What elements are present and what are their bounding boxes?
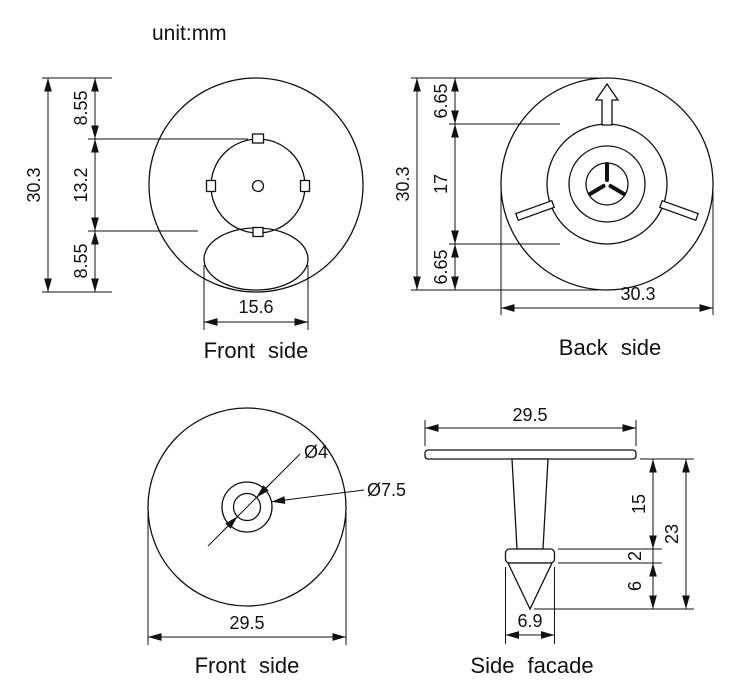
dim-text-stem-length: 15 (629, 494, 649, 514)
back-rotor-ring (546, 123, 668, 245)
dim-text-collar-height: 2 (625, 551, 645, 561)
front-bottom-hole-circle (232, 492, 262, 522)
dim-text-lower-segment: 6.65 (431, 249, 451, 284)
extension-lines (42, 77, 248, 293)
dim-text-total-height: 23 (662, 524, 682, 544)
back-dimensions: 30.3 6.65 17 6.65 30.3 (393, 77, 714, 315)
unit-label: unit:mm (152, 22, 227, 45)
dim-text-upper-segment: 6.65 (431, 83, 451, 118)
dim-text-base-width: 15.6 (238, 297, 273, 317)
diameter-arrow (221, 516, 238, 533)
dim-text-tip-length: 6 (625, 581, 645, 591)
back-outer-circle (500, 77, 714, 291)
caption-front-top: Front side (204, 338, 309, 363)
front-bottom-boss-circle (221, 481, 273, 533)
side-collar (504, 548, 556, 564)
front-top-center-hole (251, 179, 265, 193)
side-stem (511, 458, 549, 550)
spoke-right (658, 199, 700, 222)
dim-text-boss-diameter: Ø7.5 (367, 480, 406, 500)
caption-back: Back side (559, 335, 661, 360)
dim-text-hole-diameter: Ø4 (304, 442, 328, 462)
hub-slot-left (588, 184, 606, 196)
diameter-leader-line (271, 489, 365, 504)
view-front-bottom: Ø4 Ø7.5 29.5 Front side (147, 407, 406, 678)
dim-text-upper-segment: 8.55 (71, 90, 91, 125)
back-middle-ring (568, 145, 646, 223)
direction-arrow (594, 82, 620, 126)
front-top-base-ellipse (203, 227, 309, 291)
extension-lines (411, 77, 598, 291)
view-back-top: 30.3 6.65 17 6.65 30.3 Back side (393, 77, 714, 360)
spoke-left (514, 199, 556, 222)
tab-mark-left (205, 179, 217, 193)
dim-text-middle-segment: 17 (431, 174, 451, 194)
extension-lines (500, 190, 714, 315)
front-bottom-outer-circle (147, 407, 347, 607)
dim-text-total-height: 30.3 (393, 166, 413, 201)
side-flange (424, 449, 637, 460)
dim-text-middle-segment: 13.2 (71, 167, 91, 202)
dim-text-flange-width: 29.5 (512, 405, 547, 425)
front-top-dimensions: 30.3 8.55 13.2 8.55 15.6 (24, 77, 309, 330)
extension-lines (505, 567, 555, 644)
side-tip-cone (506, 562, 554, 611)
dim-text-total-height: 30.3 (24, 167, 44, 202)
extension-lines (534, 458, 694, 610)
front-top-outer-circle (148, 77, 364, 293)
dim-text-lower-segment: 8.55 (71, 243, 91, 278)
dim-text-tip-width: 6.9 (517, 611, 542, 631)
extension-lines (147, 512, 347, 645)
tab-mark-right (299, 179, 311, 193)
dim-text-total-width: 30.3 (620, 284, 655, 304)
front-bottom-dimensions: Ø4 Ø7.5 29.5 (147, 442, 406, 645)
tab-mark-bottom (252, 226, 264, 238)
view-side: 29.5 15 2 6 23 6.9 Side facade (424, 405, 694, 678)
caption-side: Side facade (470, 653, 593, 678)
dim-text-total-width: 29.5 (229, 613, 264, 633)
front-top-inner-circle (210, 138, 306, 234)
hub-slot-right (608, 184, 626, 196)
view-front-top: 30.3 8.55 13.2 8.55 15.6 Front side (24, 77, 364, 363)
caption-front-bottom: Front side (195, 653, 300, 678)
diameter-arrow (256, 481, 273, 498)
side-dimensions: 29.5 15 2 6 23 6.9 (424, 405, 694, 644)
tab-mark-top (251, 133, 265, 144)
